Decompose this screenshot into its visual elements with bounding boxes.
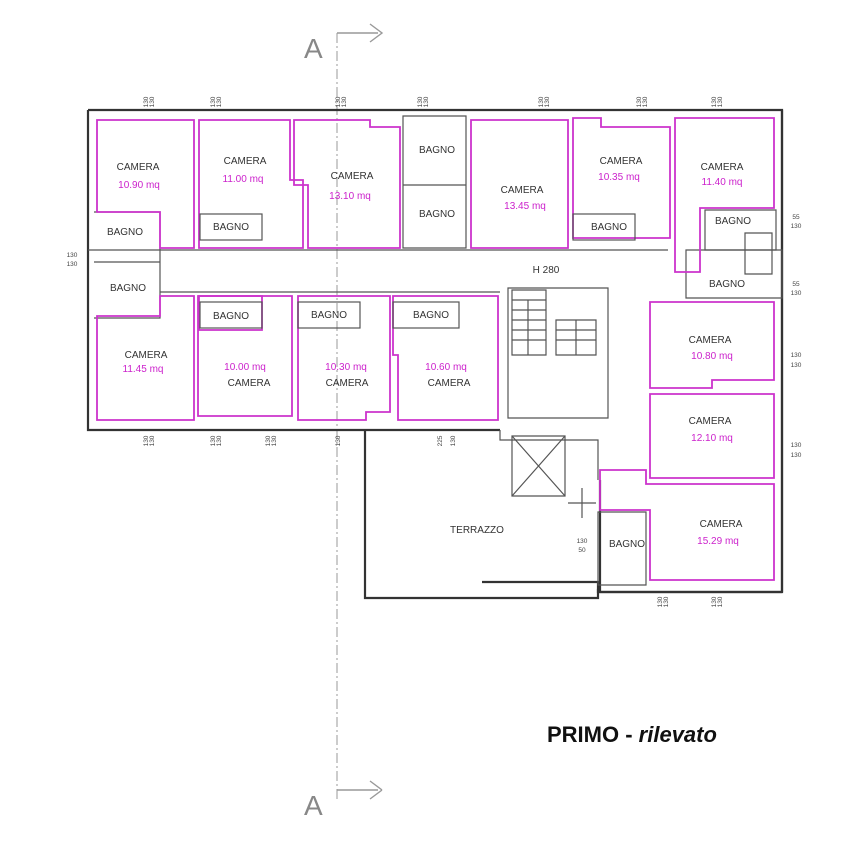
svg-text:50: 50: [578, 547, 586, 554]
room-area-1: 10.90 mq: [118, 180, 160, 191]
bathroom-label-8: BAGNO: [709, 279, 745, 290]
svg-text:130: 130: [210, 96, 217, 107]
room-name-3: CAMERA: [331, 171, 374, 182]
bathroom-label-11: BAGNO: [413, 310, 449, 321]
room-name-8: CAMERA: [228, 378, 271, 389]
room-name-5: CAMERA: [600, 156, 643, 167]
room-name-4: CAMERA: [501, 185, 544, 196]
room-area-9: 10.30 mq: [325, 362, 367, 373]
svg-text:130: 130: [67, 252, 78, 259]
svg-text:130: 130: [717, 596, 724, 607]
bathroom-label-3: BAGNO: [419, 145, 455, 156]
room-area-10: 10.60 mq: [425, 362, 467, 373]
svg-text:130: 130: [717, 96, 724, 107]
room-name-12: CAMERA: [689, 416, 732, 427]
top-dimensions: 130 130 130 130 130 130 130 130 130 130 …: [143, 96, 724, 107]
room-area-11: 10.80 mq: [691, 351, 733, 362]
bathroom-label-5: BAGNO: [213, 222, 249, 233]
room-name-11: CAMERA: [689, 335, 732, 346]
bathroom-labels: BAGNO BAGNO BAGNO BAGNO BAGNO BAGNO BAGN…: [107, 145, 751, 550]
height-label: H 280: [533, 265, 560, 276]
outer-walls: [86, 108, 784, 600]
bottom-dimensions: 130 130 130 130 130 130 130 225 130 130 …: [143, 435, 724, 607]
title-sub-text: rilevato: [638, 722, 717, 747]
svg-text:130: 130: [143, 435, 150, 446]
svg-text:130: 130: [341, 96, 348, 107]
svg-text:130: 130: [663, 596, 670, 607]
svg-text:130: 130: [791, 362, 802, 369]
svg-text:130: 130: [149, 96, 156, 107]
bathroom-blocks: [199, 213, 636, 329]
bathroom-label-10: BAGNO: [311, 310, 347, 321]
svg-text:130: 130: [711, 96, 718, 107]
room-area-7: 11.45 mq: [123, 364, 164, 375]
room-name-13: CAMERA: [700, 519, 743, 530]
interior-walls: [88, 115, 783, 586]
svg-text:130: 130: [216, 96, 223, 107]
bathroom-label-6: BAGNO: [591, 222, 627, 233]
room-name-6: CAMERA: [701, 162, 744, 173]
svg-text:130: 130: [636, 96, 643, 107]
svg-text:130: 130: [791, 352, 802, 359]
section-marker-bottom: A: [304, 790, 323, 821]
svg-text:130: 130: [657, 596, 664, 607]
svg-text:130: 130: [538, 96, 545, 107]
svg-text:130: 130: [577, 538, 588, 545]
room-name-10: CAMERA: [428, 378, 471, 389]
svg-text:130: 130: [271, 435, 278, 446]
room-area-3: 13.10 mq: [329, 191, 371, 202]
title-main-text: PRIMO -: [547, 722, 639, 747]
svg-text:130: 130: [417, 96, 424, 107]
staircase: [511, 289, 597, 356]
bathroom-label-12: BAGNO: [609, 539, 645, 550]
bathroom-label-2: BAGNO: [110, 283, 146, 294]
svg-text:130: 130: [210, 435, 217, 446]
svg-text:55: 55: [792, 281, 800, 288]
svg-text:130: 130: [791, 223, 802, 230]
svg-text:130: 130: [791, 452, 802, 459]
svg-text:130: 130: [791, 290, 802, 297]
room-area-13: 15.29 mq: [697, 536, 739, 547]
section-arrow-top: [337, 23, 384, 43]
svg-text:130: 130: [265, 435, 272, 446]
room-name-9: CAMERA: [326, 378, 369, 389]
room-name-7: CAMERA: [125, 350, 168, 361]
svg-text:55: 55: [792, 214, 800, 221]
section-marker-top: A: [304, 33, 323, 64]
section-arrow-bottom: [337, 780, 383, 800]
svg-text:130: 130: [67, 261, 78, 268]
room-area-8: 10.00 mq: [224, 362, 266, 373]
bathroom-label-7: BAGNO: [715, 216, 751, 227]
room-name-2: CAMERA: [224, 156, 267, 167]
room-area-4: 13.45 mq: [504, 201, 546, 212]
room-name-1: CAMERA: [117, 162, 160, 173]
bathroom-label-9: BAGNO: [213, 311, 249, 322]
side-dimensions: 130 130 55 130 55 130 130 130 130 130 13…: [67, 214, 802, 554]
room-area-2: 11.00 mq: [223, 174, 264, 185]
svg-text:130: 130: [216, 435, 223, 446]
svg-text:130: 130: [423, 96, 430, 107]
room-area-5: 10.35 mq: [598, 172, 640, 183]
svg-text:130: 130: [711, 596, 718, 607]
svg-text:130: 130: [143, 96, 150, 107]
svg-text:225: 225: [437, 435, 444, 446]
svg-text:130: 130: [335, 96, 342, 107]
room-area-12: 12.10 mq: [691, 433, 733, 444]
drawing-title: PRIMO - rilevato: [547, 722, 717, 748]
svg-text:130: 130: [544, 96, 551, 107]
svg-text:130: 130: [791, 442, 802, 449]
svg-text:130: 130: [450, 435, 457, 446]
svg-text:130: 130: [149, 435, 156, 446]
bathroom-label-4: BAGNO: [419, 209, 455, 220]
svg-text:130: 130: [642, 96, 649, 107]
bathroom-label-1: BAGNO: [107, 227, 143, 238]
room-outlines: [96, 117, 775, 581]
room-labels: CAMERA 10.90 mq CAMERA 11.00 mq CAMERA 1…: [117, 156, 744, 547]
room-area-6: 11.40 mq: [702, 177, 743, 188]
svg-text:130: 130: [335, 435, 342, 446]
terrace-label: TERRAZZO: [450, 525, 504, 536]
